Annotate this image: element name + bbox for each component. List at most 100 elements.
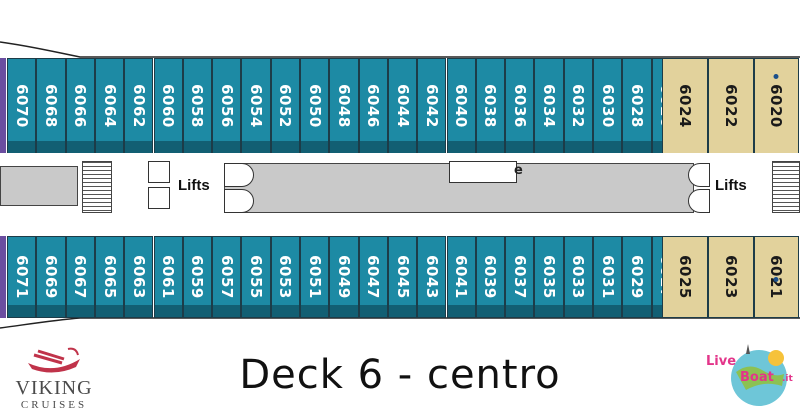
watermark-boat: Boat	[740, 370, 774, 385]
cabin-6062: 6062	[124, 58, 154, 154]
cabin-number: 6056	[217, 84, 236, 128]
corridor-block-left	[0, 166, 78, 206]
cabin-number: 6058	[188, 84, 207, 128]
cabin-number: 6034	[540, 84, 559, 128]
cabin-6069: 6069	[36, 236, 66, 318]
cabin-6037: 6037	[505, 236, 535, 318]
cabin-number: 6055	[247, 255, 266, 299]
cabin-number: 6040	[452, 84, 471, 128]
cabin-number: 6036	[510, 84, 529, 128]
cabin-6044: 6044	[387, 58, 418, 154]
central-white-label	[449, 161, 517, 183]
cabin-6057: 6057	[212, 236, 242, 318]
cabin-6045: 6045	[387, 236, 418, 318]
cabin-number: 6022	[721, 84, 740, 128]
lifts-label-right: Lifts	[715, 177, 747, 194]
liveboat-globe-icon	[731, 344, 787, 406]
central-block-door-3	[688, 163, 710, 187]
central-block-door-1	[224, 163, 254, 187]
cabin-6066: 6066	[65, 58, 95, 154]
cabin-6038: 6038	[475, 58, 506, 154]
cabin-6022: 6022	[707, 58, 754, 154]
cabin-6024: 6024	[662, 58, 708, 154]
cabin-number: 6029	[627, 255, 646, 299]
brand-name: VIKING	[15, 377, 93, 399]
cabin-number: 6053	[276, 255, 295, 299]
cabin-6040: 6040	[446, 58, 476, 154]
cabin-6049: 6049	[329, 236, 359, 318]
cabin-number: 6059	[188, 255, 207, 299]
cabin-6055: 6055	[241, 236, 271, 318]
cabin-number: 6050	[305, 84, 324, 128]
cabin-6061: 6061	[153, 236, 183, 318]
cabin-number: 6067	[71, 255, 90, 299]
cabin-6043: 6043	[417, 236, 447, 318]
cabin-number: 6048	[334, 84, 353, 128]
cabin-6020: 6020	[753, 58, 800, 154]
cabin-number: 6035	[540, 255, 559, 299]
cabin-6048: 6048	[329, 58, 359, 154]
central-block-door-2	[224, 189, 254, 213]
cabin-number: 6047	[364, 255, 383, 299]
cabin-6029: 6029	[622, 236, 652, 318]
cabin-6035: 6035	[534, 236, 564, 318]
cabin-number: 6044	[393, 84, 412, 128]
cabin-number: 6046	[364, 84, 383, 128]
cabin-6028: 6028	[622, 58, 652, 154]
cabin-number: 6023	[721, 255, 740, 299]
central-block-door-4	[688, 189, 710, 213]
cabin-6060: 6060	[153, 58, 183, 154]
cabin-6068: 6068	[36, 58, 66, 154]
cabin-6039: 6039	[475, 236, 506, 318]
watermark-suffix: .it	[782, 374, 793, 384]
cabin-6042: 6042	[417, 58, 447, 154]
cabin-number: 6054	[247, 84, 266, 128]
cabin-number: 6071	[12, 255, 31, 299]
cabin-6030: 6030	[593, 58, 623, 154]
viking-ship-logo	[28, 347, 80, 373]
stairs-right	[772, 161, 800, 213]
cabin-6041: 6041	[446, 236, 476, 318]
cabin-6053: 6053	[270, 236, 300, 318]
cabin-number: 6039	[481, 255, 500, 299]
cabin-6021: 6021	[753, 236, 800, 318]
cabin-6047: 6047	[358, 236, 388, 318]
cabin-6054: 6054	[241, 58, 271, 154]
cabin-number: 6043	[422, 255, 441, 299]
lifts-label-left: Lifts	[178, 177, 210, 194]
cabin-number: 6025	[675, 255, 694, 299]
cabin-marker-dot	[773, 277, 779, 282]
cabin-6064: 6064	[94, 58, 125, 154]
cabin-6071: 6071	[7, 236, 37, 318]
cabin-number: 6052	[276, 84, 295, 128]
cabin-6056: 6056	[212, 58, 242, 154]
cabin-6063: 6063	[124, 236, 154, 318]
cabin-6058: 6058	[182, 58, 213, 154]
cabin-number: 6069	[41, 255, 60, 299]
cabin-6033: 6033	[563, 236, 593, 318]
cabin-number: 6028	[627, 84, 646, 128]
cabin-number: 6038	[481, 84, 500, 128]
cabin-number: 6070	[12, 84, 31, 128]
cabin-6067: 6067	[65, 236, 95, 318]
cabin-number: 6062	[129, 84, 148, 128]
cabin-number: 6031	[598, 255, 617, 299]
cabin-6065: 6065	[94, 236, 125, 318]
cabin-6051: 6051	[300, 236, 330, 318]
cabin-number: 6064	[100, 84, 119, 128]
cabin-number: 6030	[598, 84, 617, 128]
small-mark: e	[514, 163, 523, 178]
deck-title: Deck 6 - centro	[239, 352, 561, 398]
cabin-number: 6068	[41, 84, 60, 128]
cabin-6059: 6059	[182, 236, 213, 318]
cabin-number: 6020	[767, 84, 786, 128]
cabin-6034: 6034	[534, 58, 564, 154]
cabin-6046: 6046	[358, 58, 388, 154]
lift-left-1	[148, 161, 170, 183]
cabin-number: 6045	[393, 255, 412, 299]
cabin-6032: 6032	[563, 58, 593, 154]
cabin-6052: 6052	[270, 58, 300, 154]
cabin-6025: 6025	[662, 236, 708, 318]
